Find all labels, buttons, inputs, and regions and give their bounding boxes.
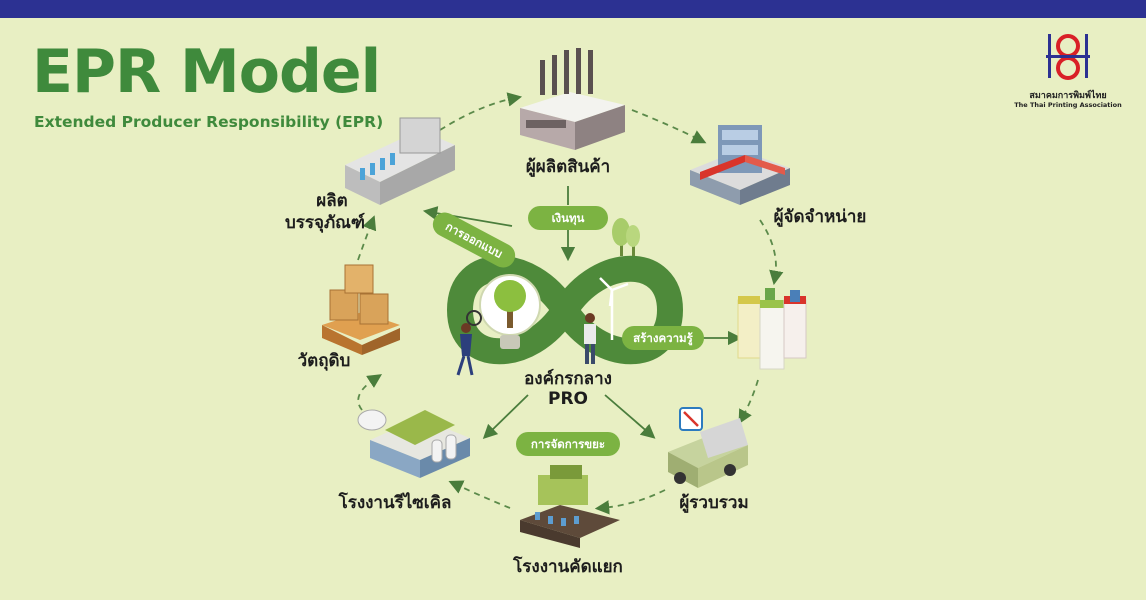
recycling-bins-icon [737,288,807,370]
arrow-collector-to-sorting [594,489,666,515]
pill-awareness-label: สร้างความรู้ [633,331,693,346]
pill-funding-label: เงินทุน [552,211,585,226]
page-title: EPR Model [32,37,381,107]
label-raw-material: วัตถุดิบ [298,351,351,371]
sorting-plant-icon [520,465,620,548]
arrow-pro-to-recycling [482,394,529,440]
arrow-raw-to-packaging [357,215,377,261]
label-packaging-line1: ผลิต [316,191,347,211]
label-packaging-line2: บรรจุภัณฑ์ [285,212,365,233]
logo-name-th: สมาคมการพิมพ์ไทย [1029,91,1107,101]
packaging-machine-icon [345,117,455,205]
label-distributor: ผู้จัดจำหน่าย [774,207,867,228]
pill-waste-management: การจัดการขยะ [516,432,620,456]
label-recycling-plant: โรงงานรีไซเคิล [338,492,452,513]
person-with-magnifier-icon [456,310,482,376]
arrow-pro-to-collector [604,394,656,439]
label-pro-line1: องค์กรกลาง [524,368,612,389]
factory-icon [520,48,625,150]
wind-turbine-icon [599,277,629,340]
page-subtitle: Extended Producer Responsibility (EPR) [34,113,384,131]
small-trees-icon [612,218,640,256]
label-collector: ผู้รวบรวม [679,493,748,514]
boxes-icon [322,264,400,355]
person-with-clipboard-icon [584,313,596,364]
shop-icon [690,125,790,205]
association-logo: สมาคมการพิมพ์ไทย The Thai Printing Assoc… [1008,28,1128,118]
garbage-truck-icon [668,407,748,488]
cycle-arrows [357,92,784,515]
association-logo-mark-icon [1046,34,1090,80]
arrow-distributor-to-bins [759,219,784,286]
recycling-plant-icon [357,409,470,478]
arrow-sorting-to-recycling [448,480,511,509]
label-pro-line2: PRO [548,389,588,409]
label-producer: ผู้ผลิตสินค้า [526,157,610,178]
arrow-recycling-to-raw [357,374,383,411]
logo-name-en: The Thai Printing Association [1014,101,1122,109]
top-bar [0,0,1146,18]
pill-waste-management-label: การจัดการขยะ [531,437,605,451]
infinity-loop-icon [446,218,684,376]
arrow-packaging-to-producer [439,92,523,131]
tree-icon [494,280,526,312]
pill-awareness: สร้างความรู้ [622,326,704,350]
arrow-bins-to-collector [738,379,759,425]
arrow-producer-to-distributor [631,109,707,144]
label-sorting-plant: โรงงานคัดแยก [512,556,623,577]
pill-funding: เงินทุน [528,206,608,230]
